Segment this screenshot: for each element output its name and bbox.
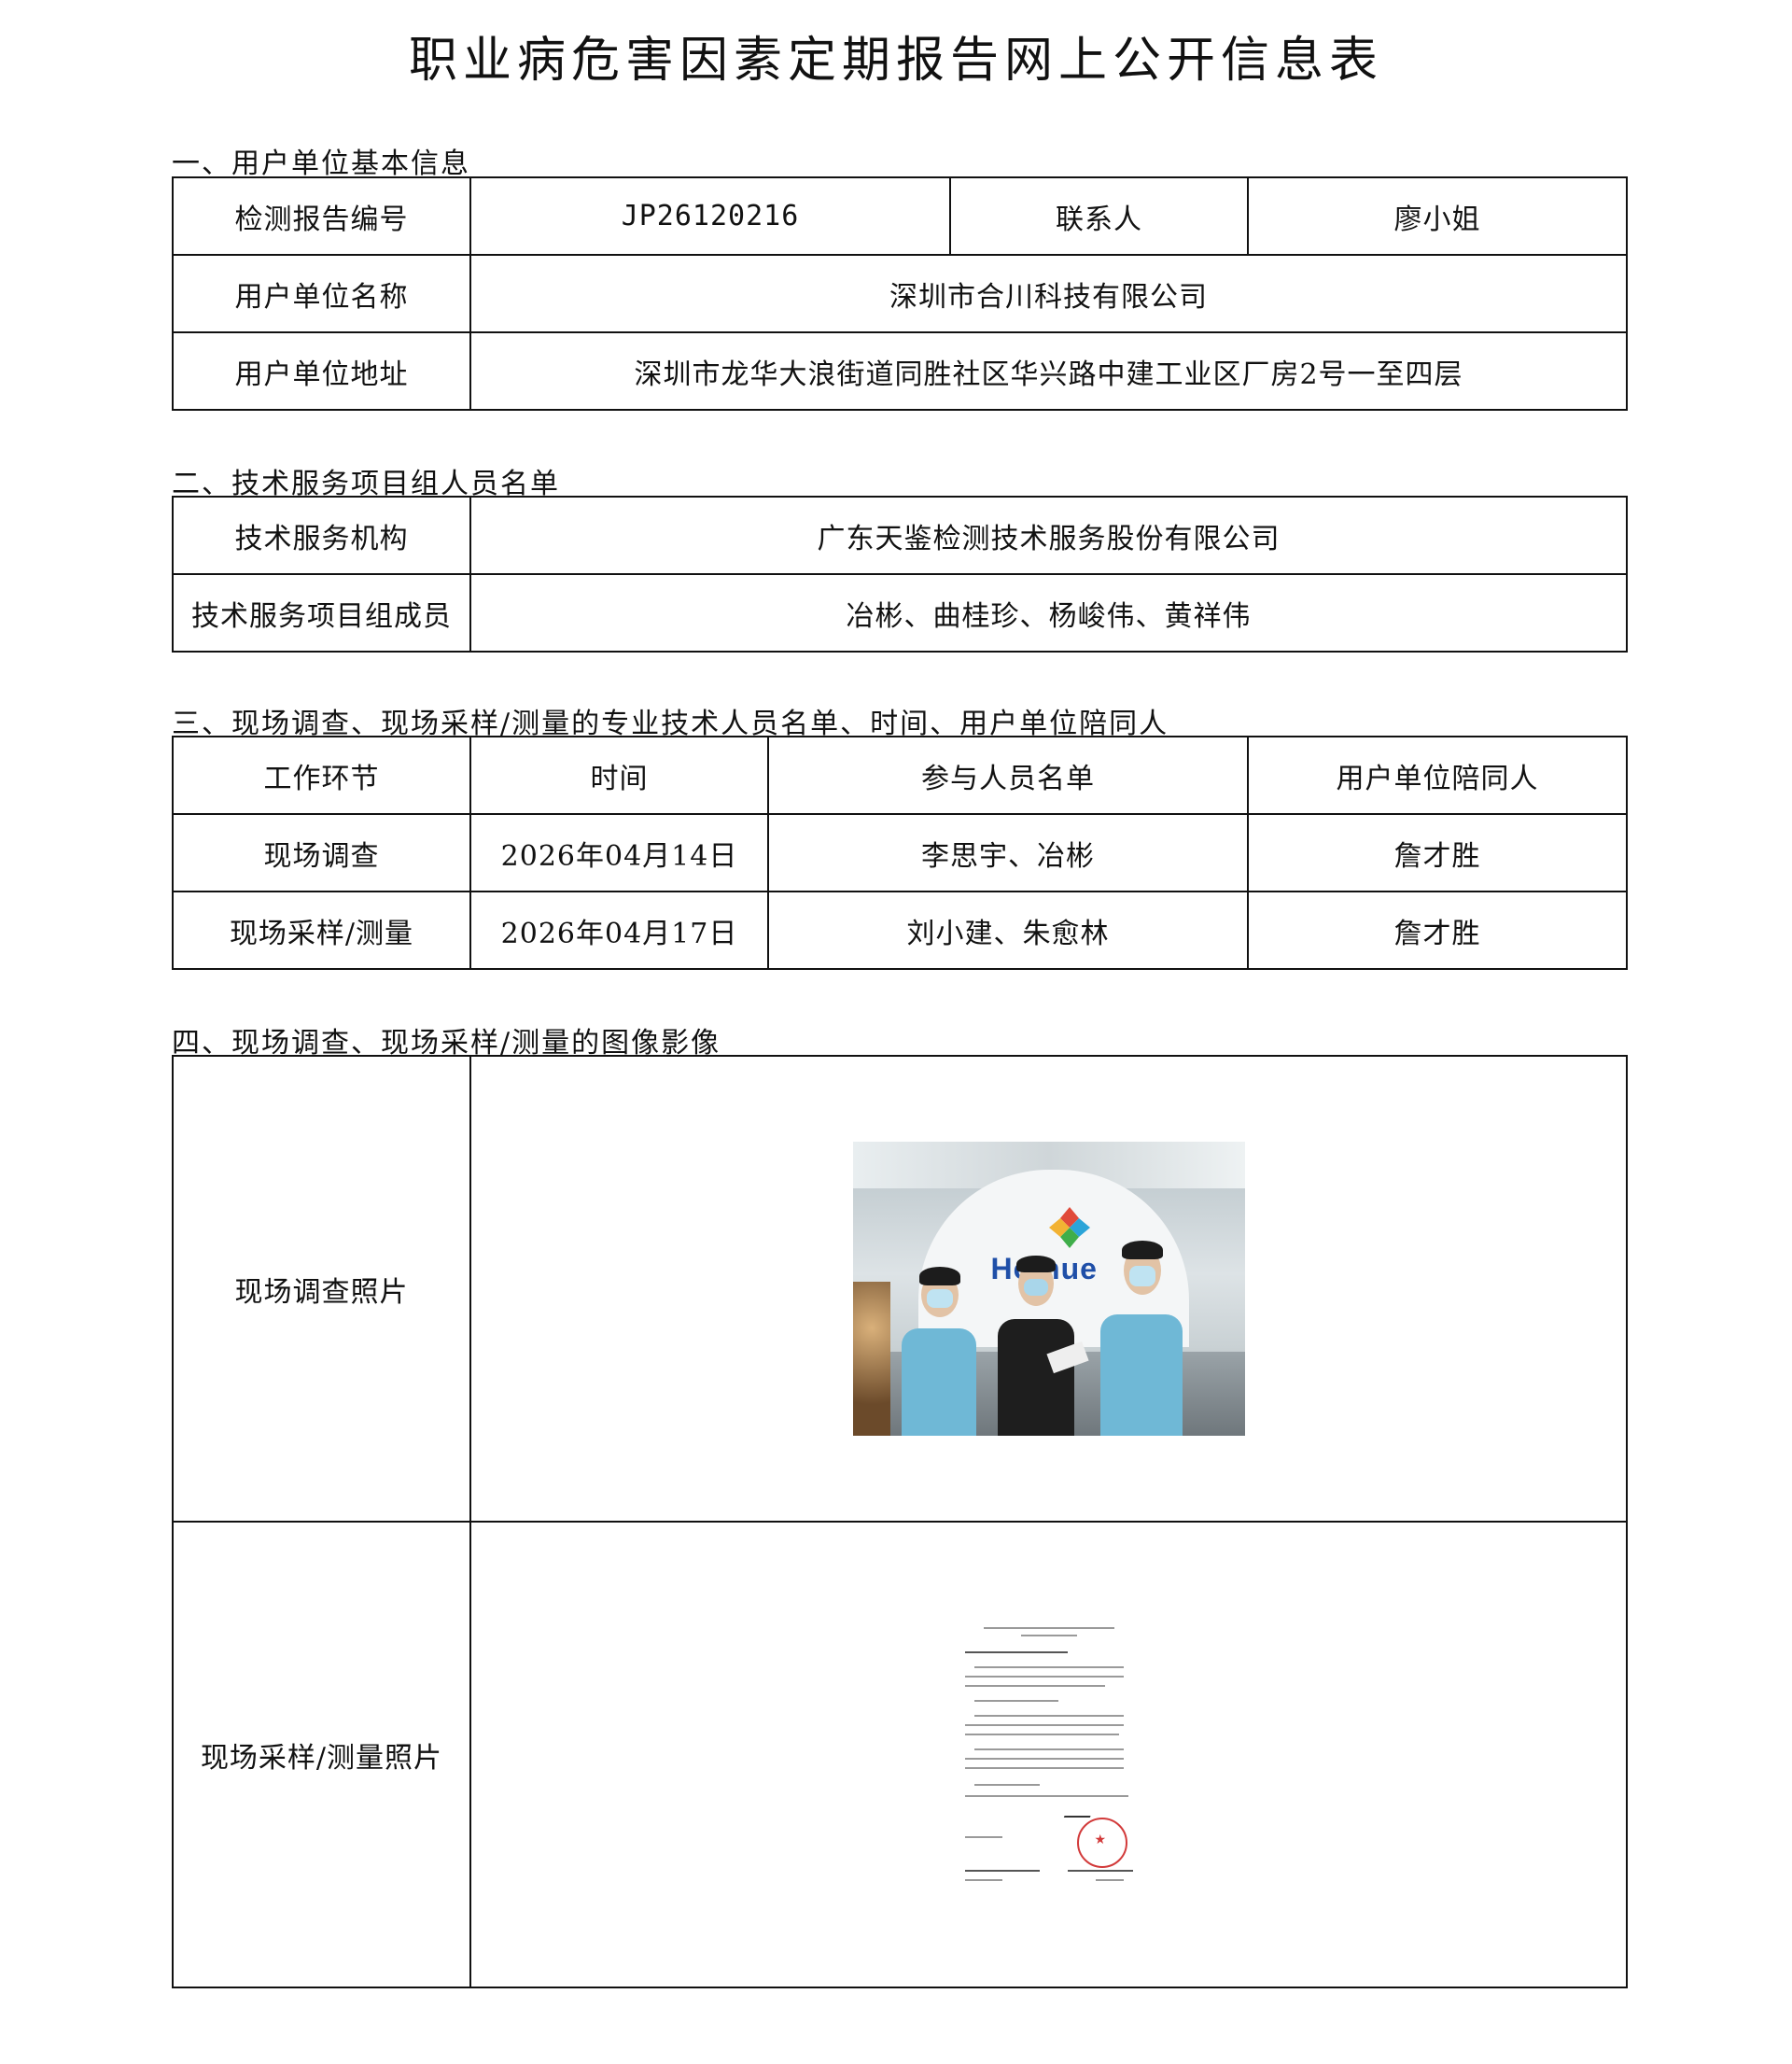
address-label: 用户单位地址: [172, 331, 471, 411]
sampling-document-scan: [955, 1619, 1142, 1890]
org-value: 广东天鉴检测技术服务股份有限公司: [469, 496, 1628, 575]
stage-cell: 现场采样/测量: [172, 891, 471, 970]
members-label: 技术服务项目组成员: [172, 573, 471, 653]
header-escort: 用户单位陪同人: [1247, 736, 1628, 815]
contact-label: 联系人: [949, 176, 1249, 256]
header-date: 时间: [469, 736, 769, 815]
date-cell: 2026年04月14日: [469, 813, 769, 892]
org-label: 技术服务机构: [172, 496, 471, 575]
company-logo-icon: [1048, 1207, 1090, 1248]
address-value: 深圳市龙华大浪街道同胜社区华兴路中建工业区厂房2号一至四层: [469, 331, 1628, 411]
photos-table: 现场调查照片 Ho nue: [172, 1055, 1628, 1988]
table-row: 现场采样/测量 2026年04月17日 刘小建、朱愈林 詹才胜: [172, 891, 1628, 970]
company-value: 深圳市合川科技有限公司: [469, 254, 1628, 333]
sampling-photo-label: 现场采样/测量照片: [172, 1521, 471, 1988]
header-people: 参与人员名单: [767, 736, 1249, 815]
basic-info-table: 检测报告编号 JP26120216 联系人 廖小姐 用户单位名称 深圳市合川科技…: [172, 176, 1628, 411]
escort-cell: 詹才胜: [1247, 891, 1628, 970]
plant-image: [852, 1282, 890, 1436]
seal-stamp-icon: [1076, 1817, 1127, 1868]
table-row: 现场调查照片 Ho nue: [172, 1055, 1628, 1523]
people-cell: 刘小建、朱愈林: [767, 891, 1249, 970]
table-row: 现场调查 2026年04月14日 李思宇、冶彬 詹才胜: [172, 813, 1628, 892]
table-row: 用户单位名称 深圳市合川科技有限公司: [172, 254, 1628, 333]
table-row: 现场采样/测量照片: [172, 1521, 1628, 1988]
contact-value: 廖小姐: [1247, 176, 1628, 256]
survey-photo-cell: Ho nue: [469, 1055, 1628, 1523]
date-cell: 2026年04月17日: [469, 891, 769, 970]
table-row: 技术服务项目组成员 冶彬、曲桂珍、杨峻伟、黄祥伟: [172, 573, 1628, 653]
person-figure: [1099, 1314, 1183, 1436]
person-figure: [901, 1328, 976, 1436]
onsite-table: 工作环节 时间 参与人员名单 用户单位陪同人 现场调查 2026年04月14日 …: [172, 736, 1628, 970]
table-row: 检测报告编号 JP26120216 联系人 廖小姐: [172, 176, 1628, 256]
people-cell: 李思宇、冶彬: [767, 813, 1249, 892]
members-value: 冶彬、曲桂珍、杨峻伟、黄祥伟: [469, 573, 1628, 653]
page-title: 职业病危害因素定期报告网上公开信息表: [408, 33, 1383, 89]
survey-photo-label: 现场调查照片: [172, 1055, 471, 1523]
report-no-label: 检测报告编号: [172, 176, 471, 256]
section2-heading: 二、技术服务项目组人员名单: [172, 468, 560, 500]
survey-photo: Ho nue: [852, 1142, 1245, 1436]
sampling-photo-cell: [469, 1521, 1628, 1988]
report-no-value: JP26120216: [469, 176, 951, 256]
person-figure: [997, 1319, 1074, 1436]
section4-heading: 四、现场调查、现场采样/测量的图像影像: [172, 1027, 721, 1060]
table-row: 技术服务机构 广东天鉴检测技术服务股份有限公司: [172, 496, 1628, 575]
header-stage: 工作环节: [172, 736, 471, 815]
escort-cell: 詹才胜: [1247, 813, 1628, 892]
table-header-row: 工作环节 时间 参与人员名单 用户单位陪同人: [172, 736, 1628, 815]
stage-cell: 现场调查: [172, 813, 471, 892]
company-label: 用户单位名称: [172, 254, 471, 333]
table-row: 用户单位地址 深圳市龙华大浪街道同胜社区华兴路中建工业区厂房2号一至四层: [172, 331, 1628, 411]
team-table: 技术服务机构 广东天鉴检测技术服务股份有限公司 技术服务项目组成员 冶彬、曲桂珍…: [172, 496, 1628, 653]
section3-heading: 三、现场调查、现场采样/测量的专业技术人员名单、时间、用户单位陪同人: [172, 708, 1169, 740]
section1-heading: 一、用户单位基本信息: [172, 147, 470, 180]
